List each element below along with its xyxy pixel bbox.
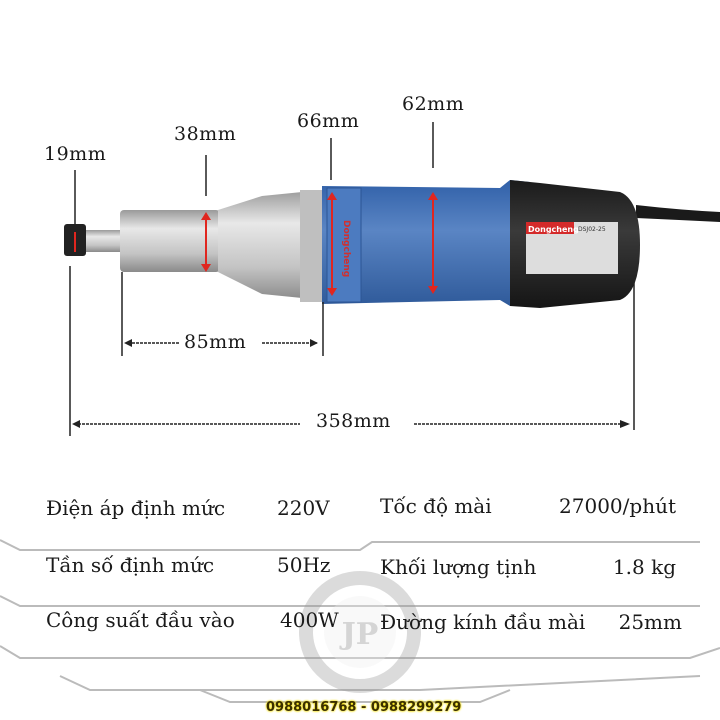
head-diameter-label: 66mm: [297, 110, 360, 132]
spec-label: Đường kính đầu mài: [380, 610, 586, 634]
brand-logo-vertical: Dongcheng: [341, 220, 351, 277]
spec-label: Tần số định mức: [46, 553, 215, 577]
power-cord: [636, 205, 720, 222]
svg-text:JP: JP: [339, 617, 379, 652]
neck: [120, 210, 220, 272]
dimension-arrows: [74, 192, 438, 296]
spec-label: Tốc độ mài: [380, 494, 492, 518]
spec-label: Khối lượng tịnh: [380, 555, 537, 579]
spec-value: 400W: [280, 608, 339, 632]
spec-value: 1.8 kg: [612, 555, 676, 579]
spec-value: 50Hz: [277, 553, 331, 577]
neck-length-label: 85mm: [184, 331, 247, 353]
spec-value: 27000/phút: [559, 494, 676, 518]
contact-phones: 0988016768 - 0988299279: [266, 700, 462, 715]
leader-lines: [69, 122, 635, 436]
body-diameter-label: 62mm: [402, 93, 465, 115]
spec-value: 220V: [277, 496, 330, 520]
table-separators: [0, 539, 720, 703]
collet-diameter-label: 19mm: [44, 143, 107, 165]
svg-text:Dongcheng: Dongcheng: [528, 225, 579, 234]
motor-housing: [322, 180, 530, 306]
jp-watermark-logo: JP: [299, 571, 421, 693]
neck-diameter-label: 38mm: [174, 123, 237, 145]
spec-label: Công suất đầu vào: [46, 608, 235, 632]
total-length-label: 358mm: [316, 410, 391, 432]
spec-label: Điện áp định mức: [46, 496, 226, 520]
svg-text:DSJ02-25: DSJ02-25: [578, 226, 606, 233]
spec-value: 25mm: [618, 610, 682, 634]
